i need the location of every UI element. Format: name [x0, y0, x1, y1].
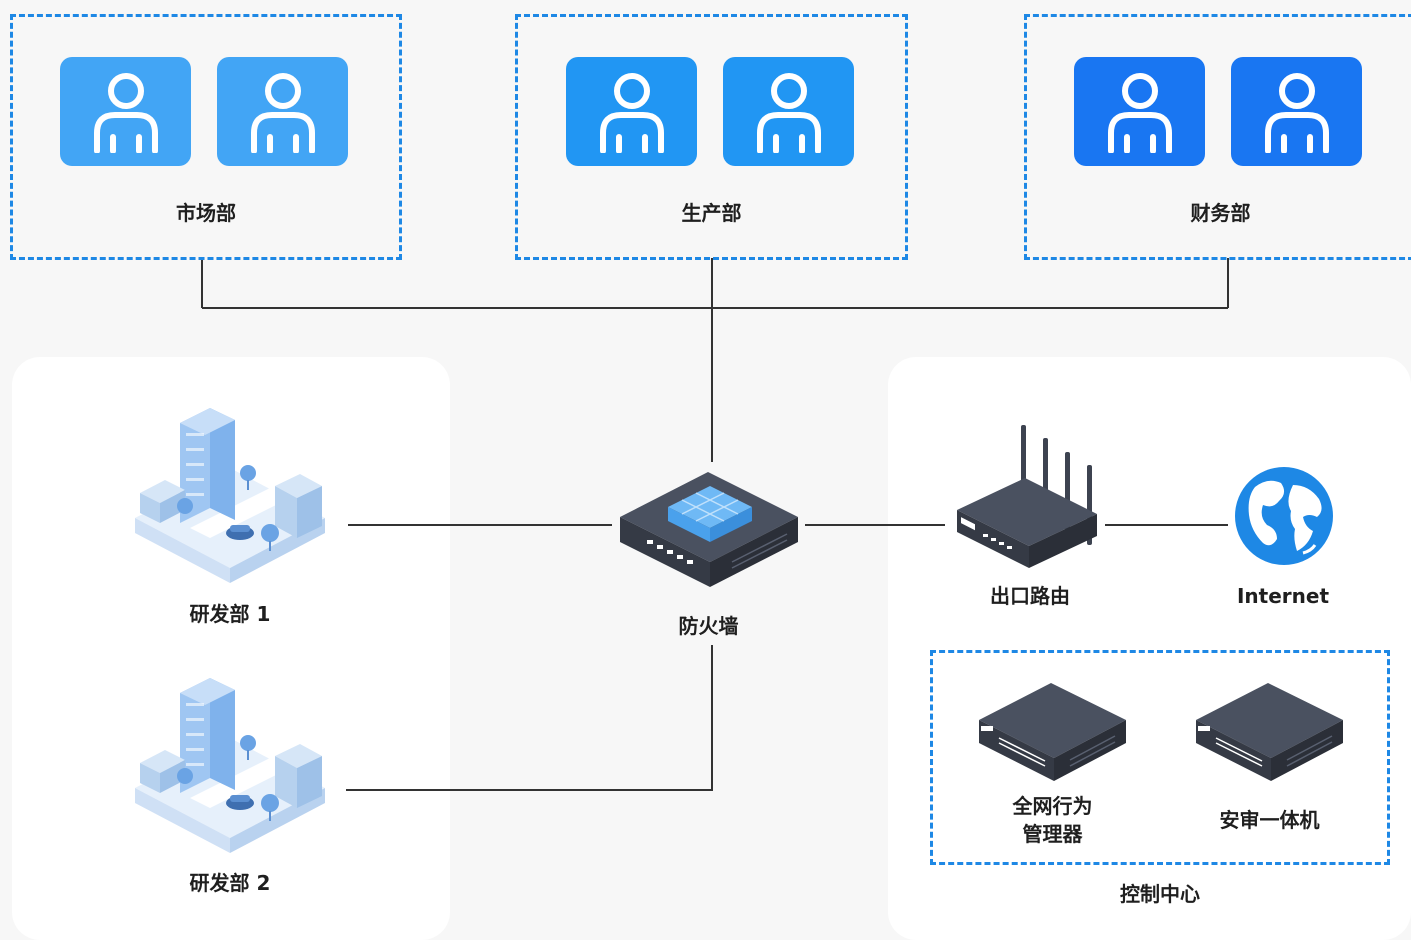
- router-icon: [945, 420, 1105, 575]
- node-label-audit: 安审一体机: [1219, 808, 1320, 832]
- user-icon: [1264, 72, 1329, 153]
- dept-label-market: 市场部: [176, 201, 236, 225]
- user-tile: [566, 57, 697, 166]
- link-rd2-firewall: [346, 645, 713, 791]
- dept-box-production: 生产部: [515, 14, 908, 260]
- node-label-router: 出口路由: [990, 584, 1070, 608]
- dept-box-finance: 财务部: [1024, 14, 1411, 260]
- user-tile: [217, 57, 348, 166]
- node-label-internet: Internet: [1236, 584, 1330, 608]
- globe-icon: [1233, 465, 1335, 567]
- user-icon: [93, 72, 158, 153]
- node-label-firewall: 防火墙: [678, 614, 739, 638]
- node-label-behavior-manager: 全网行为 管理器: [1012, 794, 1093, 846]
- user-icon: [756, 72, 821, 153]
- building-icon: [130, 398, 330, 584]
- node-label-control-center: 控制中心: [1120, 882, 1200, 906]
- dept-box-market: 市场部: [10, 14, 402, 260]
- control-center-box: [930, 650, 1390, 865]
- user-tile: [1074, 57, 1205, 166]
- user-icon: [250, 72, 315, 153]
- switch-icon: [1192, 678, 1347, 786]
- firewall-icon: [612, 462, 805, 592]
- node-label-rd2: 研发部 2: [189, 871, 271, 895]
- user-icon: [1107, 72, 1172, 153]
- dept-label-finance: 财务部: [1190, 201, 1251, 225]
- switch-icon: [975, 678, 1130, 786]
- user-tile: [60, 57, 191, 166]
- node-label-rd1: 研发部 1: [189, 602, 271, 626]
- dept-label-production: 生产部: [681, 201, 742, 225]
- user-tile: [1231, 57, 1362, 166]
- user-tile: [723, 57, 854, 166]
- control-panel: [888, 357, 1411, 940]
- building-icon: [130, 668, 330, 854]
- user-icon: [599, 72, 664, 153]
